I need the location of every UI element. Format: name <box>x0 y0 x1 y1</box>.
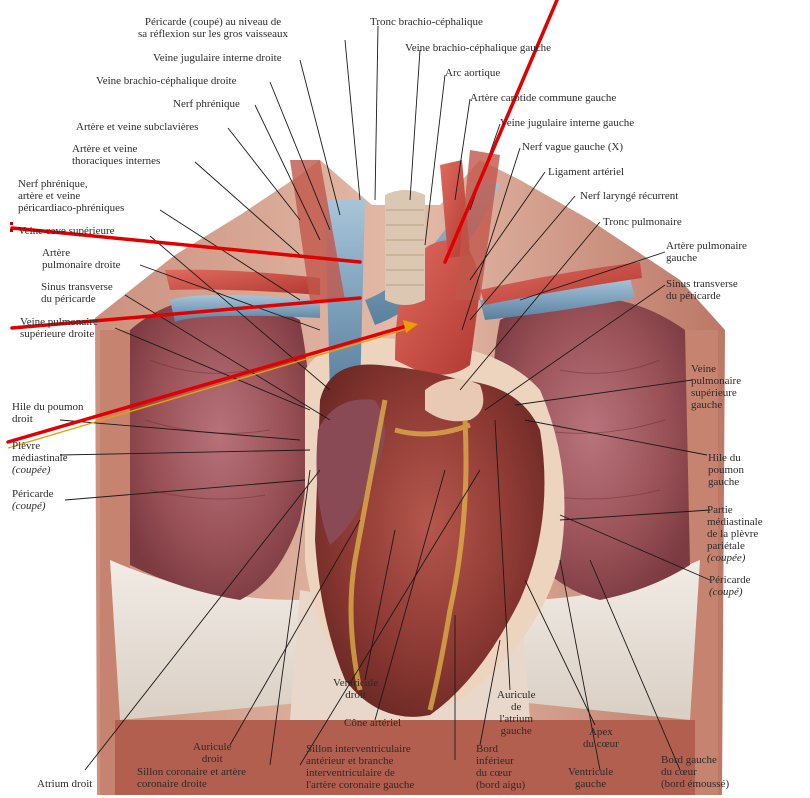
label-tronc-pulmonaire: Tronc pulmonaire <box>603 216 682 228</box>
label-plevre-med-em: (coupée) <box>12 464 51 476</box>
label-veine-cave-sup: Veine cave supérieure <box>18 225 115 237</box>
label-bord-gauche: Bord gauche du cœur (bord émoussé) <box>661 754 730 790</box>
label-cone-arteriel: Cône artériel <box>344 717 402 729</box>
label-arc-aortique: Arc aortique <box>445 67 501 79</box>
label-nerf-larynge: Nerf laryngé récurrent <box>580 190 679 202</box>
label-artere-pulm-droite: Artère pulmonaire droite <box>42 247 121 271</box>
label-pericarde-right-em: (coupé) <box>709 586 743 598</box>
coronary-fat <box>348 399 471 711</box>
label-pericarde-reflexion: Péricarde (coupé) au niveau de sa réflex… <box>138 16 288 40</box>
pulmonary-vein-bar-left <box>480 278 635 320</box>
label-artere-pulm-gauche: Artère pulmonaire gauche <box>666 240 747 264</box>
label-sillon-interv: Sillon interventriculaire antérieur et b… <box>306 743 415 791</box>
label-artere-veine-thoraciques: Artère et veine thoraciques internes <box>72 143 161 167</box>
label-veine-brachio-gauche: Veine brachio-céphalique gauche <box>405 42 551 54</box>
label-tronc-brachio: Tronc brachio-céphalique <box>370 16 483 28</box>
label-auricule-atrium: Auricule de l'atrium gauche <box>497 689 536 737</box>
right-lung <box>130 297 310 600</box>
label-pericarde-right: Péricarde <box>709 574 751 586</box>
lower-wall <box>115 720 695 795</box>
label-ventricule-gauche: Ventricule gauche <box>568 766 614 790</box>
label-veine-pulm-droite: Veine pulmonaire supérieure droite <box>20 316 98 340</box>
label-sinus-transverse-right: Sinus transverse du péricarde <box>666 278 738 302</box>
label-artere-veine-subclav: Artère et veine subclavières <box>76 121 199 133</box>
red-annotations <box>6 0 559 444</box>
label-auricule-droit: Auricule droit <box>193 741 232 765</box>
label-partie-med-em: (coupée) <box>707 552 746 564</box>
label-ventricule-droit: Ventricule droit <box>333 677 379 701</box>
label-nerf-phrenique-pericardiaco: Nerf phrénique, artère et veine péricard… <box>18 178 125 214</box>
label-hile-droit: Hile du poumon droit <box>12 401 84 425</box>
label-bord-inferieur: Bord inférieur du cœur (bord aigu) <box>476 743 526 791</box>
label-atrium-droit: Atrium droit <box>37 778 93 790</box>
pulmonary-trunk <box>425 378 484 422</box>
trachea <box>385 190 425 305</box>
label-pericarde-left: Péricarde <box>12 488 54 500</box>
label-artere-carotide: Artère carotide commune gauche <box>470 92 617 104</box>
arrowhead <box>403 320 418 333</box>
orange-annotation <box>7 327 411 449</box>
diaphragm <box>110 560 330 720</box>
label-hile-gauche: Hile du poumon gauche <box>708 452 745 488</box>
label-ligament-arteriel: Ligament artériel <box>548 166 625 178</box>
right-atrium <box>316 399 385 545</box>
label-veine-jug-int-gauche: Veine jugulaire interne gauche <box>500 117 635 129</box>
label-plevre-med: Plèvre médiastinale <box>12 440 68 464</box>
label-sinus-transverse-left: Sinus transverse du péricarde <box>41 281 113 305</box>
label-sillon-coronaire: Sillon coronaire et artère coronaire dro… <box>137 766 247 790</box>
leader-lines <box>59 25 711 771</box>
neck-muscle-left <box>455 150 500 300</box>
label-nerf-vague: Nerf vague gauche (X) <box>522 141 624 153</box>
red-dot <box>10 229 13 232</box>
label-veine-brachio-droite: Veine brachio-céphalique droite <box>96 75 237 87</box>
label-partie-med: Partie médiastinale de la plèvre pariéta… <box>707 504 763 552</box>
label-apex: Apex du cœur <box>583 726 619 750</box>
label-veine-jug-int-droite: Veine jugulaire interne droite <box>153 52 282 64</box>
neck-muscle-right <box>290 160 345 300</box>
label-nerf-phrenique: Nerf phrénique <box>173 98 240 110</box>
red-dot <box>10 222 13 225</box>
label-pericarde-left-em: (coupé) <box>12 500 46 512</box>
label-veine-pulm-gauche: Veine pulmonaire supérieure gauche <box>691 363 742 411</box>
pulmonary-artery-right <box>165 269 320 295</box>
